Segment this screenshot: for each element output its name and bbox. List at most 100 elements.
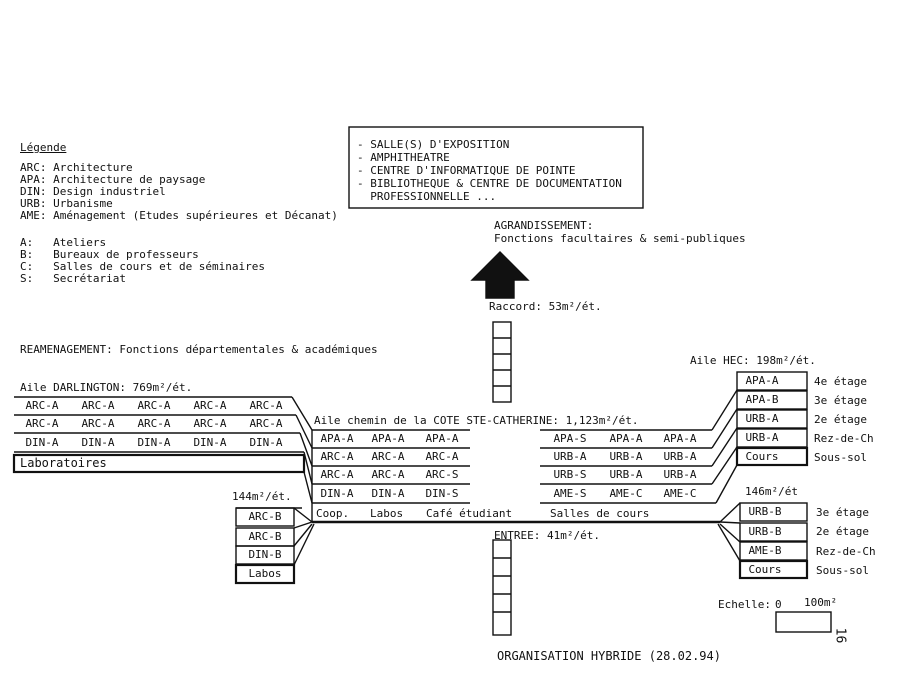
hec-b-area: 146m²/ét	[745, 485, 798, 498]
laboratoires-label: Laboratoires	[20, 456, 107, 470]
scale-zero: 0	[775, 598, 782, 611]
hec-floor: 3e étage	[814, 394, 867, 407]
cote-right-cell: URB-A	[663, 450, 697, 463]
legend-code-urb: URB: Urbanisme	[20, 197, 113, 210]
hec-b-floor: Sous-sol	[816, 564, 869, 577]
darlington-cell: ARC-A	[25, 399, 59, 412]
cote-left-cell: ARC-A	[371, 468, 405, 481]
scale-bar	[775, 611, 832, 633]
raccord-column	[492, 321, 512, 403]
hec-floor: Rez-de-Ch	[814, 432, 874, 445]
darlington-b-area: 144m²/ét.	[232, 490, 292, 503]
darlington-cell: DIN-A	[137, 436, 171, 449]
cote-right-cell: URB-A	[553, 450, 587, 463]
cote-left-cell: ARC-A	[371, 450, 405, 463]
cote-left-cell: ARC-A	[320, 450, 354, 463]
entree-label: ENTREE: 41m²/ét.	[494, 529, 600, 542]
hec-title: Aile HEC: 198m²/ét.	[690, 354, 816, 367]
hec-cell: APA-B	[745, 393, 779, 406]
cote-left-cell: ARC-A	[425, 450, 459, 463]
hec-cell: APA-A	[745, 374, 779, 387]
hec-floor: Sous-sol	[814, 451, 867, 464]
darlington-cell: ARC-A	[249, 417, 283, 430]
cote-right-cell: URB-S	[553, 468, 587, 481]
cote-right-cell: URB-A	[609, 450, 643, 463]
raccord-label: Raccord: 53m²/ét.	[489, 300, 602, 313]
cote-right-cell: URB-A	[609, 468, 643, 481]
darlington-cell: ARC-A	[81, 399, 115, 412]
cote-right-cell: APA-A	[609, 432, 643, 445]
hec-cell: Cours	[745, 450, 779, 463]
page-number: 16	[832, 627, 848, 644]
agrandissement-arrow	[470, 251, 530, 299]
entree-column	[492, 539, 512, 636]
hec-b-floor: 3e étage	[816, 506, 869, 519]
hec-b-cell: URB-B	[748, 525, 782, 538]
hec-cell: URB-A	[745, 412, 779, 425]
hec-floor: 2e étage	[814, 413, 867, 426]
darlington-title: Aile DARLINGTON: 769m²/ét.	[20, 381, 193, 394]
hec-b-cell: Cours	[748, 563, 782, 576]
darlington-cell: DIN-A	[81, 436, 115, 449]
darlington-b-cell: Labos	[248, 567, 282, 580]
cote-left-cell: DIN-A	[320, 487, 354, 500]
cote-cafe: Café étudiant	[426, 507, 513, 520]
cote-left-cell: APA-A	[320, 432, 354, 445]
legend-function-s: S: Secrétariat	[20, 272, 126, 285]
hec-cell: URB-A	[745, 431, 779, 444]
cote-coop: Coop.	[316, 507, 350, 520]
darlington-cell: DIN-A	[193, 436, 227, 449]
darlington-cell: ARC-A	[137, 417, 171, 430]
legend-function-a: A: Ateliers	[20, 236, 107, 249]
cote-labos: Labos	[370, 507, 404, 520]
hec-b-floor: 2e étage	[816, 525, 869, 538]
hec-floor: 4e étage	[814, 375, 867, 388]
darlington-cell: ARC-A	[137, 399, 171, 412]
darlington-cell: DIN-A	[249, 436, 283, 449]
darlington-b-cell: ARC-B	[248, 530, 282, 543]
legend-code-apa: APA: Architecture de paysage	[20, 173, 206, 186]
legend-code-ame: AME: Aménagement (Etudes supérieures et …	[20, 209, 338, 222]
darlington-b-cell: DIN-B	[248, 548, 282, 561]
cote-right-cell: AME-S	[553, 487, 587, 500]
expo-line-3: - CENTRE D'INFORMATIQUE DE POINTE	[357, 164, 576, 177]
darlington-b-cell: ARC-B	[248, 510, 282, 523]
expo-line-1: - SALLE(S) D'EXPOSITION	[357, 138, 510, 151]
cote-left-cell: APA-A	[371, 432, 405, 445]
footer-title: ORGANISATION HYBRIDE (28.02.94)	[497, 649, 721, 663]
legend-function-b: B: Bureaux de professeurs	[20, 248, 199, 261]
laboratoires-box	[12, 453, 306, 474]
hec-b-cell: AME-B	[748, 544, 782, 557]
scale-max: 100m²	[804, 596, 838, 609]
exposition-box	[348, 126, 644, 209]
darlington-cell: ARC-A	[25, 417, 59, 430]
expo-line-5: PROFESSIONNELLE ...	[357, 190, 497, 203]
expo-line-4: - BIBLIOTHEQUE & CENTRE DE DOCUMENTATION	[357, 177, 622, 190]
cote-left-cell: ARC-S	[425, 468, 459, 481]
cote-salles-de-cours: Salles de cours	[550, 507, 650, 520]
cote-left-cell: APA-A	[425, 432, 459, 445]
cote-right-cell: AME-C	[663, 487, 697, 500]
cote-left-cell: DIN-S	[425, 487, 459, 500]
cote-title: Aile chemin de la COTE STE-CATHERINE: 1,…	[314, 414, 639, 427]
darlington-cell: ARC-A	[249, 399, 283, 412]
hec-b-cell: URB-B	[748, 505, 782, 518]
darlington-cell: ARC-A	[193, 417, 227, 430]
darlington-cell: ARC-A	[81, 417, 115, 430]
agrandissement-subtitle: Fonctions facultaires & semi-publiques	[494, 232, 746, 245]
hec-b-floor: Rez-de-Ch	[816, 545, 876, 558]
legend-function-c: C: Salles de cours et de séminaires	[20, 260, 266, 273]
darlington-cell: DIN-A	[25, 436, 59, 449]
cote-left-cell: DIN-A	[371, 487, 405, 500]
cote-left-cell: ARC-A	[320, 468, 354, 481]
reamenagement-label: REAMENAGEMENT: Fonctions départementales…	[20, 343, 378, 356]
expo-line-2: - AMPHITHEATRE	[357, 151, 450, 164]
cote-right-cell: APA-A	[663, 432, 697, 445]
agrandissement-title: AGRANDISSEMENT:	[494, 219, 594, 232]
legend-title: Légende	[20, 141, 67, 154]
legend-code-arc: ARC: Architecture	[20, 161, 133, 174]
scale-label: Echelle:	[718, 598, 771, 611]
cote-right-cell: APA-S	[553, 432, 587, 445]
cote-right-cell: URB-A	[663, 468, 697, 481]
